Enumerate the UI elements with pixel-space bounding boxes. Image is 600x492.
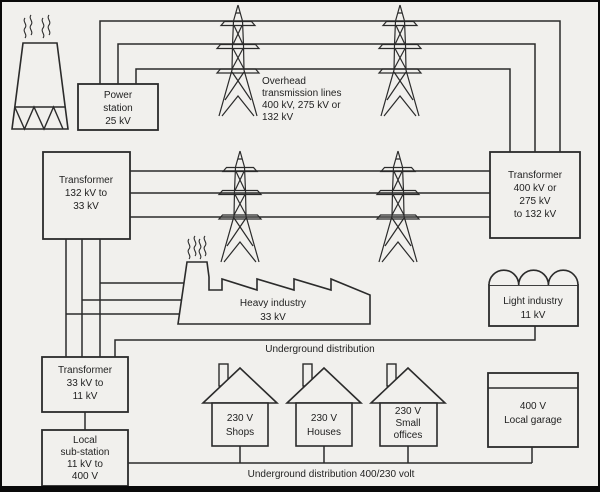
- grid-transformer-label: Transformer: [508, 170, 563, 181]
- shops-label: Shops: [226, 427, 254, 438]
- underground-400-230-label: Underground distribution 400/230 volt: [248, 469, 415, 480]
- power-station-label: 25 kV: [105, 116, 131, 127]
- local-garage-label: Local garage: [504, 415, 562, 426]
- grid-transformer-label: 400 kV or: [514, 183, 557, 194]
- local-substation-label: 11 kV to: [67, 459, 103, 470]
- light-industry-label: 11 kV: [521, 310, 546, 321]
- transformer-132-33-label: Transformer: [59, 175, 114, 186]
- transformer-132-33-box: [42, 151, 131, 240]
- overhead-lines-label: 400 kV, 275 kV or: [262, 100, 341, 111]
- heavy-industry-label: Heavy industry: [240, 298, 306, 309]
- transformer-33-11-label: Transformer: [58, 365, 113, 376]
- houses-label: Houses: [307, 427, 341, 438]
- image-border-bottom: [0, 486, 600, 492]
- shops-house-icon: [200, 363, 280, 447]
- overhead-line-3: [135, 68, 511, 152]
- grid-transformer-label: to 132 kV: [514, 209, 557, 220]
- local-substation-label: sub-station: [61, 447, 110, 458]
- local-garage-label: 400 V: [520, 401, 546, 412]
- cooling-tower-icon: [11, 14, 69, 131]
- underground-distribution-label: Underground distribution: [265, 344, 375, 355]
- overhead-lines-label: Overhead: [262, 76, 306, 87]
- local-substation-label: 400 V: [72, 471, 98, 482]
- houses-house-icon: [284, 363, 364, 447]
- transformer-132-33-label: 132 kV to: [65, 188, 108, 199]
- offices-house-icon: [368, 363, 448, 447]
- transformer-33-11-label: 11 kV: [73, 391, 98, 402]
- transformer-33-11-label: 33 kV to: [67, 378, 104, 389]
- small-offices-label: 230 V: [395, 406, 421, 417]
- transformer-132-33-label: 33 kV: [73, 201, 99, 212]
- light-industry-label: Light industry: [503, 296, 562, 307]
- local-substation-label: Local: [73, 435, 97, 446]
- overhead-lines-label: transmission lines: [262, 88, 341, 99]
- transformer-33-11-box: [41, 356, 129, 413]
- small-offices-label: offices: [394, 430, 423, 441]
- overhead-lines-label: 132 kV: [262, 112, 293, 123]
- power-station-box: [77, 83, 159, 131]
- light-industry-icon: [488, 269, 579, 327]
- heavy-industry-label: 33 kV: [260, 312, 286, 323]
- grid-transformer-label: 275 kV: [519, 196, 550, 207]
- overhead-line-1: [99, 20, 561, 152]
- small-offices-label: Small: [395, 418, 420, 429]
- shops-label: 230 V: [227, 413, 253, 424]
- overhead-line-2: [117, 43, 536, 152]
- power-station-label: Power: [104, 90, 133, 101]
- underground-11kv-line: [114, 326, 536, 357]
- houses-label: 230 V: [311, 413, 337, 424]
- grid-transformer-box: [489, 151, 581, 239]
- heavy-industry-icon: [177, 235, 371, 325]
- local-garage-icon: [487, 372, 579, 448]
- power-station-label: station: [103, 103, 132, 114]
- power-lines: [65, 20, 561, 464]
